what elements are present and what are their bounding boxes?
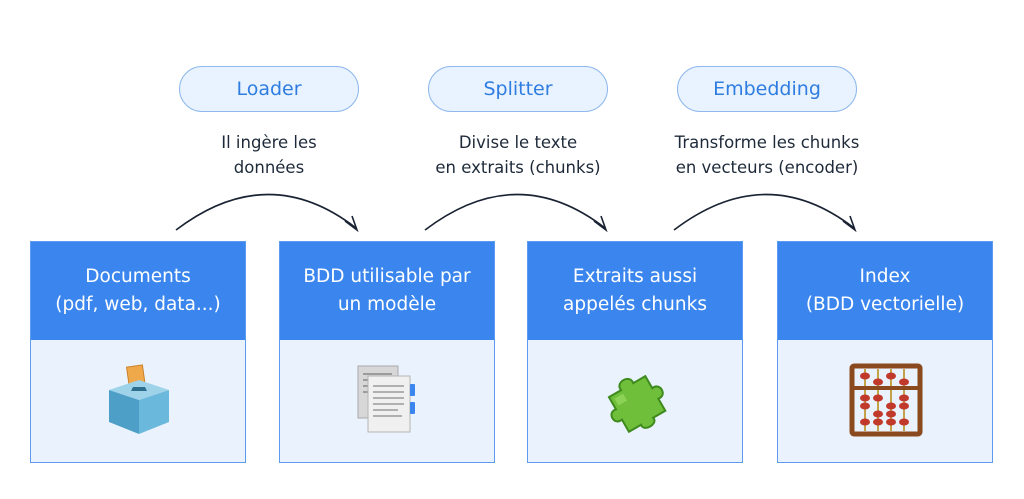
step-description-line: en vecteurs (encoder) [675, 158, 859, 177]
step-pill-embedding: Embedding [677, 66, 857, 112]
stage-title-line: Index [859, 266, 911, 287]
stage-card-documents: Documents (pdf, web, data...) [30, 241, 246, 463]
stage-title-line: BDD utilisable par [303, 266, 471, 287]
stage-card-header: Documents (pdf, web, data...) [31, 242, 245, 340]
step-description-line: Transforme les chunks [674, 133, 860, 152]
document-pages-icon [357, 365, 415, 433]
stage-title-line: (BDD vectorielle) [805, 294, 965, 315]
stage-card-header: Index (BDD vectorielle) [778, 242, 992, 340]
stage-title-line: Documents [85, 266, 191, 287]
stage-card-body [31, 340, 245, 462]
arrow-splitter [424, 193, 606, 231]
stage-card-header: BDD utilisable par un modèle [280, 242, 494, 340]
step-description-splitter: Divise le texte en extraits (chunks) [398, 130, 638, 180]
stage-card-chunks: Extraits aussi appelés chunks [527, 241, 743, 463]
arrow-loader [175, 193, 357, 231]
abacus-icon [849, 363, 923, 437]
step-description-loader: Il ingère les données [149, 130, 389, 180]
step-description-line: données [233, 158, 305, 177]
step-description-line: Il ingère les [221, 133, 317, 152]
stage-title-line: un modèle [337, 294, 437, 315]
stage-card-body [778, 340, 992, 462]
stage-card-body [528, 340, 742, 462]
stage-card-header: Extraits aussi appelés chunks [528, 242, 742, 340]
stage-title-line: Extraits aussi [572, 266, 698, 287]
stage-card-index: Index (BDD vectorielle) [777, 241, 993, 463]
step-description-line: en extraits (chunks) [435, 158, 601, 177]
puzzle-piece-icon [607, 374, 667, 434]
step-pill-loader: Loader [179, 66, 359, 112]
stage-title-line: appelés chunks [563, 294, 707, 315]
arrowhead-splitter [593, 215, 608, 233]
stage-card-body [280, 340, 494, 462]
stage-title-line: (pdf, web, data...) [55, 294, 221, 315]
stage-card-bdd: BDD utilisable par un modèle [279, 241, 495, 463]
step-description-embedding: Transforme les chunks en vecteurs (encod… [647, 130, 887, 180]
arrowhead-loader [344, 215, 359, 233]
step-description-line: Divise le texte [458, 133, 578, 152]
arrow-embedding [673, 193, 855, 231]
ballot-box-icon [109, 364, 169, 434]
arrowhead-embedding [842, 215, 857, 233]
step-pill-splitter: Splitter [428, 66, 608, 112]
